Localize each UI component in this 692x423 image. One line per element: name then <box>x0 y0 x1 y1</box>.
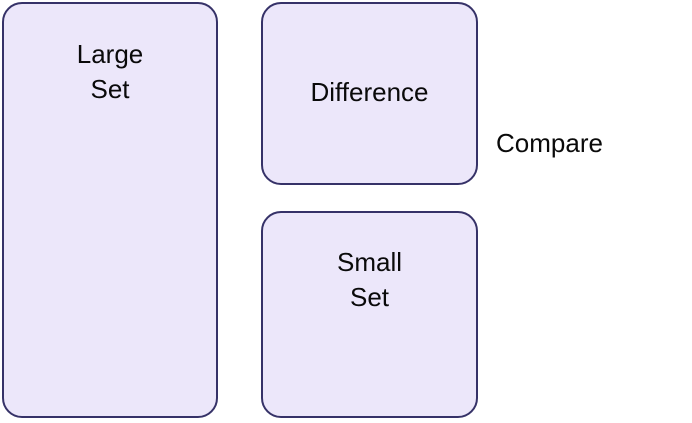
compare-edge-label: Compare <box>496 128 603 158</box>
node-small-set: Small Set <box>261 211 478 418</box>
node-difference: Difference <box>261 2 478 185</box>
node-large-set-label: Large Set <box>76 39 144 104</box>
node-large-set: Large Set <box>2 2 218 418</box>
node-difference-label: Difference <box>310 77 429 107</box>
node-small-set-label: Small Set <box>336 247 402 312</box>
